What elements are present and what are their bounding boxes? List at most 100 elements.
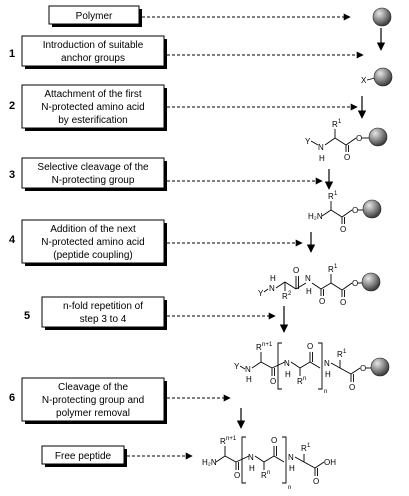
step-box-6: 6 Cleavage of the N-protecting group and…	[9, 377, 167, 424]
atom-label: Y	[234, 362, 240, 371]
step-text: Introduction of suitable	[43, 40, 144, 51]
atom-label: 1	[307, 443, 311, 449]
protected-amino-acid-resin: Y N H R 1 O O	[305, 119, 388, 163]
atom-label: H	[306, 287, 312, 296]
atom-label: O	[319, 297, 325, 306]
atom-label: X	[361, 76, 367, 85]
anchor-structure: X	[361, 67, 393, 87]
atom-label: O	[344, 153, 350, 162]
step-text: N-protecting group	[52, 175, 135, 186]
polymer-bead-icon	[362, 199, 382, 219]
step-box-5: 5 n-fold repetition of step 3 to 4	[24, 296, 167, 330]
atom-label: O	[271, 436, 277, 445]
atom-label: N	[245, 365, 251, 374]
atom-label: N	[318, 143, 324, 152]
atom-label: N	[324, 359, 330, 368]
atom-label: N	[269, 284, 275, 293]
atom-label: R	[220, 437, 226, 446]
atom-label: O	[307, 342, 313, 351]
svg-text:n-fold repetition of: n-fold repetition of	[63, 301, 143, 312]
atom-label: R	[332, 120, 338, 129]
svg-text:(peptide coupling): (peptide coupling)	[53, 250, 133, 261]
step-box-1: 1 Introduction of suitable anchor groups	[9, 35, 167, 69]
atom-label: N	[248, 453, 254, 462]
polymer-bead-icon	[370, 357, 390, 377]
svg-text:Polymer: Polymer	[76, 11, 113, 22]
atom-label: N	[288, 453, 294, 462]
step-text: step 3 to 4	[80, 314, 127, 325]
deprotected-amino-acid-resin: H₂N R 1 O O	[308, 191, 382, 234]
atom-label: H	[270, 274, 276, 283]
step-box-polymer: Polymer	[48, 5, 142, 27]
atom-label: O	[234, 471, 240, 480]
svg-text:Attachment of the first: Attachment of the first	[44, 89, 141, 100]
step-text: Free peptide	[55, 451, 112, 462]
step-text: (peptide coupling)	[53, 250, 133, 261]
atom-label: n	[288, 485, 291, 491]
atom-label: H₂N	[202, 458, 217, 467]
polymer-bead-icon	[368, 127, 388, 147]
step-number: 6	[9, 392, 15, 404]
atom-label: OH	[324, 458, 336, 467]
atom-label: O	[356, 134, 362, 143]
atom-label: N	[305, 274, 311, 283]
step-number: 1	[9, 48, 15, 60]
step-box-free-peptide: Free peptide	[41, 445, 127, 467]
atom-label: O	[293, 266, 299, 275]
atom-label: O	[352, 206, 358, 215]
step-text: N-protecting group and	[42, 395, 144, 406]
step-text: N-protected amino acid	[41, 102, 144, 113]
svg-text:Cleavage of the: Cleavage of the	[58, 382, 128, 393]
atom-label: H	[249, 464, 255, 473]
step-number: 5	[24, 310, 30, 322]
step-text: anchor groups	[61, 53, 125, 64]
atom-label: O	[340, 298, 346, 307]
atom-label: 1	[338, 119, 342, 125]
svg-text:N-protecting group and: N-protecting group and	[42, 395, 144, 406]
atom-label: n+1	[226, 436, 237, 442]
reaction-arrows	[236, 28, 386, 429]
atom-label: 1	[334, 191, 338, 197]
atom-label: n+1	[262, 342, 273, 348]
step-text: by esterification	[58, 115, 127, 126]
atom-label: O	[340, 225, 346, 234]
atom-label: 1	[334, 264, 338, 270]
step-text: Polymer	[76, 11, 113, 22]
svg-text:Introduction of suitable: Introduction of suitable	[43, 40, 144, 51]
atom-label: O	[270, 377, 276, 386]
atom-label: n	[303, 376, 306, 382]
atom-label: N	[284, 359, 290, 368]
atom-label: H	[289, 464, 295, 473]
svg-text:anchor groups: anchor groups	[61, 53, 125, 64]
atom-label: n	[267, 470, 270, 476]
polymer-bead	[372, 7, 392, 27]
polymer-bead-icon	[372, 7, 392, 27]
atom-label: 2	[288, 291, 292, 297]
step-number: 4	[9, 234, 16, 246]
step-text: Attachment of the first	[44, 89, 141, 100]
step-text: polymer removal	[56, 408, 130, 419]
atom-label: H	[246, 375, 252, 384]
atom-label: n	[324, 389, 327, 395]
svg-text:polymer removal: polymer removal	[56, 408, 130, 419]
atom-label: O	[349, 383, 355, 392]
atom-label: Y	[305, 137, 311, 146]
atom-label: O	[352, 279, 358, 288]
atom-label: R	[301, 444, 307, 453]
svg-text:N-protected amino acid: N-protected amino acid	[41, 102, 144, 113]
svg-text:by esterification: by esterification	[58, 115, 127, 126]
svg-text:N-protected amino acid: N-protected amino acid	[41, 237, 144, 248]
step-number: 3	[9, 169, 15, 181]
step-box-2: 2 Attachment of the first N-protected am…	[9, 84, 167, 131]
polymer-bead-icon	[373, 67, 393, 87]
atom-label: R	[337, 350, 343, 359]
atom-label: R	[328, 265, 334, 274]
atom-label: R	[261, 471, 267, 480]
polymer-bead-icon	[361, 272, 381, 292]
dashed-arrows	[127, 13, 364, 460]
atom-label: R	[297, 377, 303, 386]
svg-text:Selective cleavage of the: Selective cleavage of the	[37, 162, 149, 173]
step-box-3: 3 Selective cleavage of the N-protecting…	[9, 157, 167, 191]
atom-label: H₂N	[308, 212, 323, 221]
